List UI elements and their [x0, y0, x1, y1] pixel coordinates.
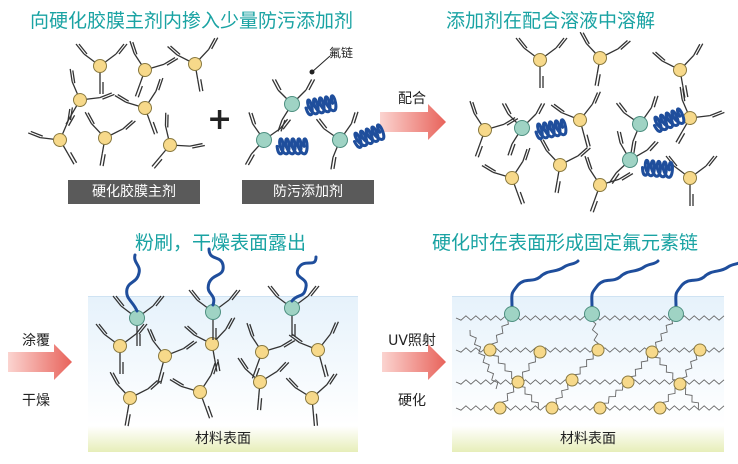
- plus-sign: +: [207, 102, 233, 137]
- monomer: [652, 43, 704, 98]
- hard-coat-label: 硬化胶膜主剂: [68, 180, 200, 204]
- mix-label: 配合: [398, 91, 426, 107]
- fluoro-chain-coil: [534, 118, 568, 141]
- monomer: [146, 328, 198, 384]
- monomer: [675, 86, 725, 145]
- monomer: [169, 361, 219, 419]
- additive-group: [125, 79, 738, 326]
- fluoro-chain-coil: [652, 107, 686, 133]
- surface-additive-ball: [129, 310, 145, 326]
- monomer: [75, 43, 128, 94]
- arrow-coat-dry: [8, 344, 72, 380]
- crosslink-node: [483, 343, 497, 357]
- monomer-group: [27, 31, 725, 427]
- crosslink: [573, 349, 599, 382]
- fixed-additive-ball: [668, 306, 684, 322]
- crosslink: [680, 349, 701, 386]
- crosslink-node: [493, 401, 507, 415]
- monomer: [65, 68, 115, 127]
- monomer: [285, 373, 338, 426]
- fixed-additive-ball: [504, 306, 520, 322]
- additive-molecule: [244, 112, 309, 166]
- panel1-title: 向硬化胶膜主剂内掺入少量防污添加剂: [30, 10, 354, 32]
- monomer: [288, 321, 339, 378]
- monomer: [84, 111, 136, 167]
- crosslink-node: [511, 375, 525, 389]
- additive-molecule: [615, 95, 686, 154]
- crosslink-node: [593, 401, 607, 415]
- fluoro-chain-coil: [640, 158, 674, 179]
- arrow-mix: [380, 104, 446, 140]
- monomer: [481, 147, 531, 205]
- crosslink-node: [591, 343, 605, 357]
- monomer: [109, 371, 161, 427]
- monomer: [515, 37, 568, 88]
- monomer: [539, 138, 591, 194]
- material-surface-right: 材料表面: [452, 426, 724, 452]
- crosslink-node: [653, 401, 667, 415]
- monomer: [579, 31, 631, 87]
- surface-additive-ball: [205, 304, 221, 320]
- material-surface-left: 材料表面: [88, 426, 358, 452]
- monomer: [129, 40, 179, 98]
- fixed-additive-ball: [584, 306, 600, 322]
- panel2-title: 添加剂在配合溶液中溶解: [446, 10, 656, 32]
- monomer: [167, 37, 219, 92]
- fluoro-chain-coil: [352, 123, 386, 149]
- drying-label: 干燥: [22, 393, 50, 409]
- monomer: [550, 91, 601, 148]
- crosslink-node: [645, 345, 659, 359]
- coating-label: 涂覆: [22, 333, 50, 349]
- surface-additive-ball: [284, 300, 300, 316]
- monomer: [665, 155, 718, 206]
- additive-molecule: [501, 103, 568, 156]
- additive-molecule: [271, 79, 338, 132]
- monomer: [95, 323, 148, 374]
- monomer: [27, 107, 78, 165]
- monomer: [184, 317, 236, 372]
- additive-label: 防污添加剂: [242, 180, 374, 204]
- panel4-title: 硬化时在表面形成固定氟元素链: [432, 232, 699, 254]
- fluoro-pointer-line: [311, 55, 331, 73]
- crosslink-node: [693, 343, 707, 357]
- crosslink: [455, 347, 725, 353]
- curing-label: 硬化: [398, 393, 426, 409]
- additive-molecule: [608, 131, 674, 184]
- monomer: [151, 112, 205, 169]
- fluoro-chain-coil: [275, 137, 309, 156]
- panel3-title: 粉刷，干燥表面露出: [135, 232, 307, 254]
- fluoro-pointer-dot: [309, 69, 315, 75]
- monomer: [584, 155, 634, 213]
- monomer: [114, 77, 164, 135]
- crosslink-node: [621, 375, 635, 389]
- crosslink-node: [565, 373, 579, 387]
- crosslink: [469, 329, 499, 390]
- additive-molecule: [315, 111, 386, 170]
- fluoro-chain-coil: [304, 94, 338, 117]
- crosslink-node: [673, 377, 687, 391]
- uv-label: UV照射: [388, 333, 436, 349]
- crosslink-node: [533, 345, 547, 359]
- arrow-uv-cure: [382, 344, 446, 380]
- monomer: [237, 357, 290, 411]
- crosslink-network: [455, 306, 725, 415]
- fluoro-chain-label: 氟链: [329, 46, 354, 60]
- crosslink-node: [545, 401, 559, 415]
- monomer: [469, 100, 519, 158]
